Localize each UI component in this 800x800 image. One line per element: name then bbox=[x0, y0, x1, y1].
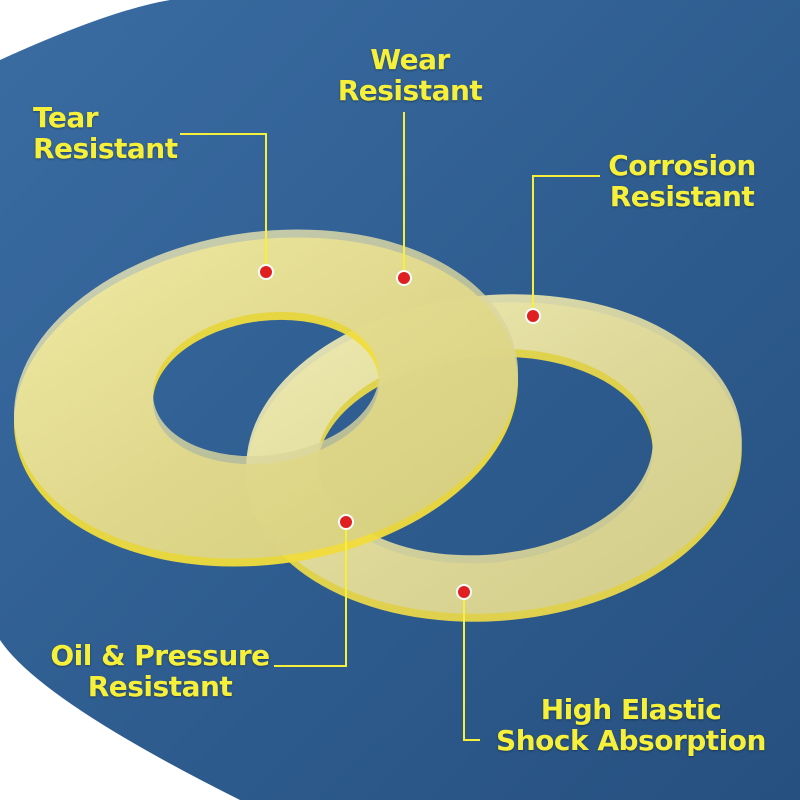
label-corrosion-resistant: Corrosion Resistant bbox=[592, 150, 772, 212]
label-tear-resistant: Tear Resistant bbox=[33, 102, 178, 164]
label-line: Wear bbox=[370, 43, 450, 76]
label-line: Oil & Pressure bbox=[50, 639, 270, 672]
label-line: Resistant bbox=[87, 670, 233, 703]
marker-dot-wear bbox=[396, 270, 412, 286]
leader-line-corrosion bbox=[532, 175, 600, 314]
label-oil-pressure-resistant: Oil & Pressure Resistant bbox=[40, 640, 280, 702]
marker-dot-oil bbox=[338, 514, 354, 530]
washer-ring-left bbox=[13, 229, 519, 567]
label-wear-resistant: Wear Resistant bbox=[320, 44, 500, 106]
marker-dot-corrosion bbox=[525, 308, 541, 324]
label-line: Resistant bbox=[337, 74, 483, 107]
leader-lines bbox=[180, 112, 600, 741]
label-line: Resistant bbox=[609, 180, 755, 213]
leader-line-tear bbox=[180, 133, 267, 270]
label-line: High Elastic bbox=[540, 693, 722, 726]
label-line: Corrosion bbox=[608, 149, 756, 182]
marker-dot-tear bbox=[258, 264, 274, 280]
leader-line-elastic bbox=[463, 592, 480, 741]
label-line: Resistant bbox=[33, 132, 178, 165]
leader-line-oil bbox=[274, 522, 347, 667]
marker-dot-elastic bbox=[456, 584, 472, 600]
label-line: Tear bbox=[33, 101, 99, 134]
label-high-elastic-shock-absorption: High Elastic Shock Absorption bbox=[486, 694, 776, 756]
label-line: Shock Absorption bbox=[496, 724, 766, 757]
